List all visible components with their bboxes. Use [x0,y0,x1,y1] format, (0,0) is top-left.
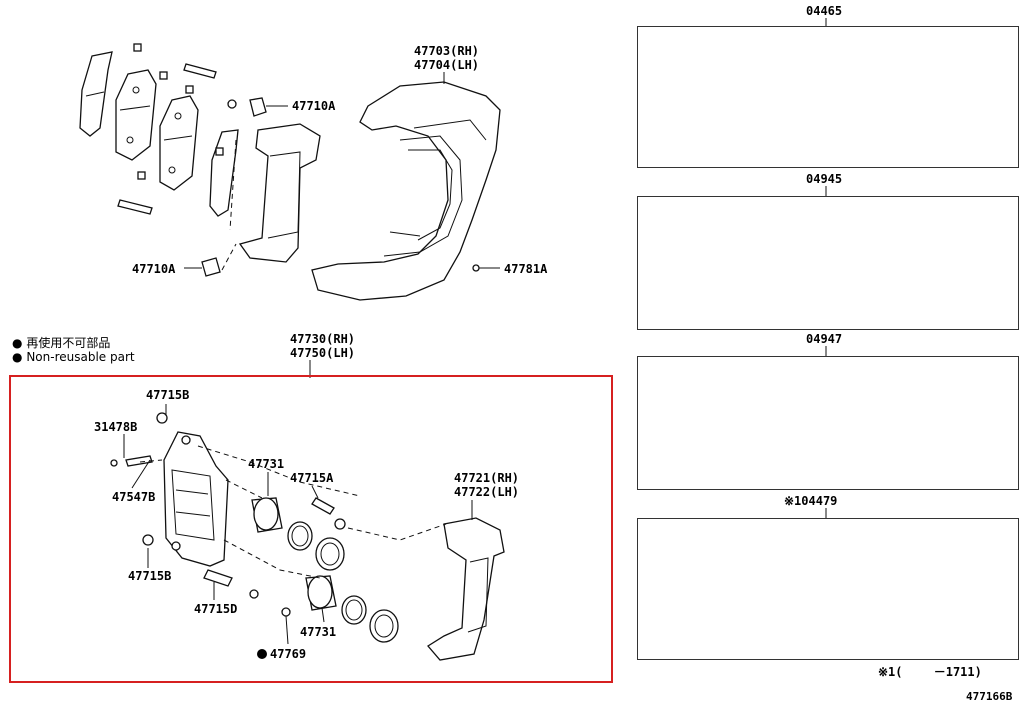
caliper-body [163,431,229,567]
kit-label-04465: 04465 [806,4,842,18]
legend-en-text: Non-reusable part [26,350,135,364]
legend-jp-text: 再使用不可部品 [26,336,111,350]
non-reusable-bullet-icon: ● [12,350,23,364]
label-47710A-top: 47710A [292,99,336,113]
label-47715B-bottom: 47715B [128,569,171,583]
caliper-bracket-lower [427,517,505,661]
label-47703: 47703(RH) [414,44,479,58]
highlighted-caliper-assembly[interactable] [9,375,613,683]
kit-panel-04465 [637,26,1019,168]
label-31478B: 31478B [94,420,137,434]
kit-label-04479: ※104479 [784,494,837,508]
legend-en: ● Non-reusable part [12,350,135,364]
figure-id: 477166B [966,690,1013,703]
label-47710A-bottom: 47710A [132,262,176,276]
pad-wear-indicator-clips [117,43,224,215]
label-47731-top: 47731 [248,457,284,471]
kit-panel-04479 [637,518,1019,660]
brake-pad-inner-shim [209,129,239,217]
label-47721: 47721(RH) [454,471,519,485]
non-reusable-marker-icon [257,649,267,659]
kit-panel-04947 [637,356,1019,490]
label-47769: 47769 [270,647,306,661]
legend-jp: ● 再使用不可部品 [12,334,110,351]
non-reusable-bullet-icon: ● [12,336,23,350]
kit-panel-04945 [637,196,1019,330]
bolt-47710A-top [227,97,288,117]
label-47730: 47730(RH) [290,332,355,346]
kit-label-04947: 04947 [806,332,842,346]
label-47731-bottom: 47731 [300,625,336,639]
brake-pad-inner [159,95,199,191]
caliper-pins-and-bolts [110,412,346,617]
label-47547B: 47547B [112,490,155,504]
label-47750: 47750(LH) [290,346,355,360]
label-47715D: 47715D [194,602,237,616]
label-47715A: 47715A [290,471,334,485]
caliper-mounting-bracket [229,123,321,263]
brake-pad-outer [115,69,157,161]
kit-label-04945: 04945 [806,172,842,186]
label-47781A: 47781A [504,262,548,276]
piston-seals [287,521,399,643]
brake-pad-outer-shim [79,51,113,137]
label-47704: 47704(LH) [414,58,479,72]
label-47722: 47722(LH) [454,485,519,499]
caliper-pistons [251,497,337,611]
footnote: ※1( －1711) [878,665,982,679]
bolt-47710A-bottom [184,243,237,277]
disc-brake-dust-cover [311,81,501,301]
label-47715B-top: 47715B [146,388,189,402]
